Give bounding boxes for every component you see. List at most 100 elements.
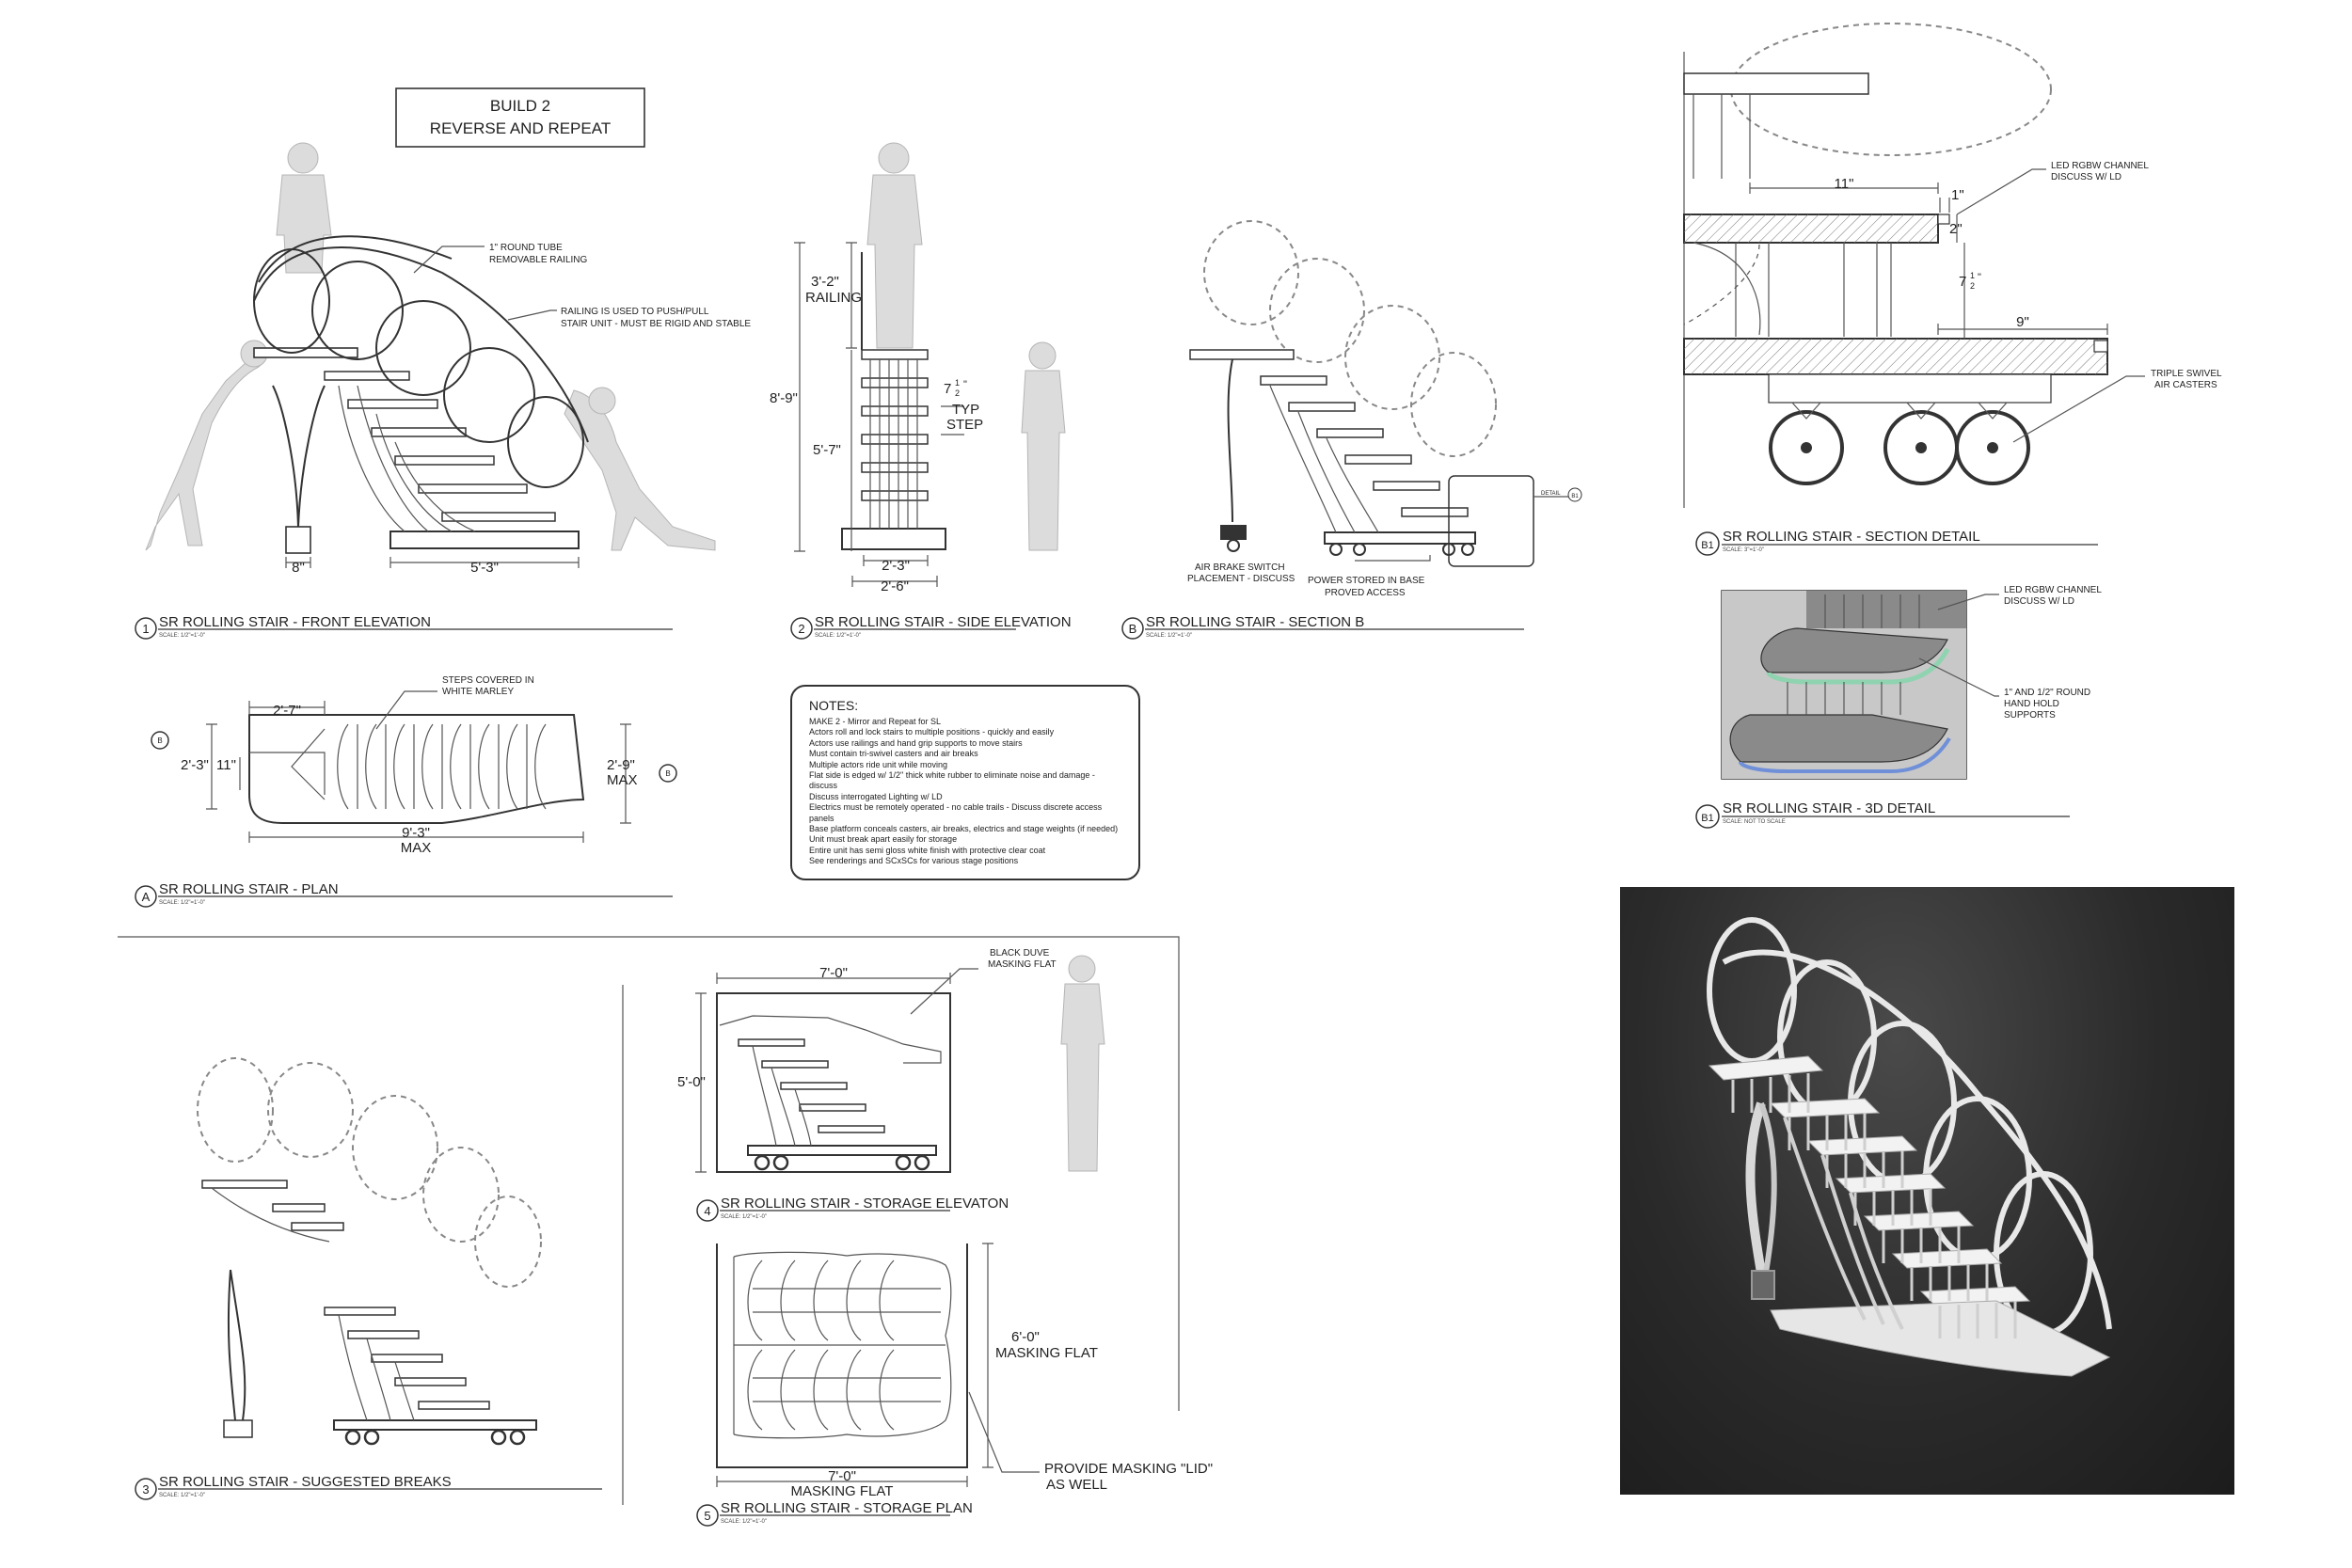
plan-view: 2'-7" 2'-3" 11" 2'-9" MAX 9'-3" MAX STEP… (135, 675, 677, 908)
callout-push-2: STAIR UNIT - MUST BE RIGID AND STABLE (561, 319, 751, 329)
callout-duve-1: BLACK DUVE (990, 948, 1050, 958)
dim-detail-riser-den: 2 (1970, 281, 1975, 291)
dim-plan-inner: 11" (216, 757, 236, 773)
callout-3d-hand-1: 1" AND 1/2" ROUND (2004, 688, 2090, 698)
notes-box: NOTES: MAKE 2 - Mirror and Repeat for SL… (790, 685, 1140, 880)
build-label-box: BUILD 2 REVERSE AND REPEAT (395, 87, 645, 148)
breaks-title-number: 3 (142, 1482, 149, 1497)
storage-plan-scale: SCALE: 1/2"=1'-0" (721, 1519, 767, 1525)
dim-plan-right-2: MAX (607, 772, 638, 788)
callout-casters-2: AIR CASTERS (2154, 380, 2217, 390)
front-railing-loops (253, 235, 589, 488)
note-item: Must contain tri-swivel casters and air … (809, 749, 978, 759)
callout-railing-2: REMOVABLE RAILING (489, 255, 588, 265)
section-detail-scale: SCALE: 3"=1'-0" (1723, 547, 1764, 553)
dim-side-step-den: 2 (955, 388, 960, 398)
dim-storage-plan-w-2: MASKING FLAT (791, 1483, 894, 1499)
notes-title: NOTES: (809, 698, 859, 713)
dim-storage-elev-w: 7'-0" (819, 965, 848, 981)
note-item: Actors use railings and hand grip suppor… (809, 737, 1023, 748)
callout-railing-1: 1" ROUND TUBE (489, 243, 563, 253)
storage-plan-title-number: 5 (704, 1509, 710, 1523)
note-item: Unit must break apart easily for storage (809, 834, 958, 845)
dim-detail-1: 1" (1951, 187, 1964, 203)
section-detail-view: 11" 1" 2" 7 1 2 " 9" LED RGBW CHANNEL DI… (1683, 23, 2222, 556)
section-b-detail-tag: DETAIL (1541, 491, 1561, 497)
dim-front-width: 5'-3" (470, 560, 499, 576)
dim-side-step-whole: 7 (944, 381, 951, 397)
dim-detail-riser-inch: " (1978, 272, 1981, 283)
notes-list: MAKE 2 - Mirror and Repeat for SL Actors… (809, 717, 1121, 867)
dim-storage-plan-w-1: 7'-0" (828, 1468, 856, 1484)
stair-3d-rendering (1620, 887, 2234, 1495)
side-title: SR ROLLING STAIR - SIDE ELEVATION (815, 614, 1072, 630)
standing-figure (276, 142, 332, 274)
detail-3d-title: SR ROLLING STAIR - 3D DETAIL (1723, 800, 1935, 816)
dim-side-step-label: STEP (946, 417, 983, 433)
callout-brake-1: AIR BRAKE SWITCH (1195, 562, 1285, 573)
side-scale: SCALE: 1/2"=1'-0" (815, 633, 861, 639)
side-elevation-view: 8'-9" 3'-2" RAILING 5'-7" 7 1 2 " TYP ST… (770, 142, 1072, 640)
callout-power-1: POWER STORED IN BASE (1308, 576, 1425, 586)
dim-side-railing-2: RAILING (805, 290, 862, 306)
section-b-title: SR ROLLING STAIR - SECTION B (1146, 614, 1364, 630)
dim-detail-riser-num: 1 (1970, 271, 1975, 280)
storage-plan-title: SR ROLLING STAIR - STORAGE PLAN (721, 1500, 973, 1516)
note-item: Base platform conceals casters, air brea… (809, 824, 1119, 834)
note-item: Actors roll and lock stairs to multiple … (809, 727, 1055, 737)
breaks-title: SR ROLLING STAIR - SUGGESTED BREAKS (159, 1474, 452, 1490)
note-item: Multiple actors ride unit while moving (809, 759, 948, 769)
section-b-title-number: B (1129, 622, 1137, 636)
dim-plan-bottom-2: MAX (401, 840, 432, 856)
note-item: MAKE 2 - Mirror and Repeat for SL (809, 717, 942, 726)
storage-plan-view: 6'-0" MASKING FLAT 7'-0" MASKING FLAT PR… (696, 1243, 1213, 1527)
callout-push-1: RAILING IS USED TO PUSH/PULL (561, 307, 709, 317)
storage-elev-title-number: 4 (704, 1204, 710, 1218)
build-label-line1: BUILD 2 (490, 97, 550, 115)
front-scale: SCALE: 1/2"=1'-0" (159, 633, 205, 639)
pushing-figure-right (564, 389, 716, 551)
callout-led-1: LED RGBW CHANNEL (2051, 161, 2149, 171)
callout-power-2: PROVED ACCESS (1325, 588, 1406, 598)
section-detail-title: SR ROLLING STAIR - SECTION DETAIL (1723, 529, 1980, 545)
dim-side-stair: 5'-7" (813, 442, 841, 458)
callout-brake-2: PLACEMENT - DISCUSS (1187, 574, 1295, 584)
front-title: SR ROLLING STAIR - FRONT ELEVATION (159, 614, 431, 630)
callout-lid-2: AS WELL (1046, 1477, 1107, 1493)
callout-casters-1: TRIPLE SWIVEL (2151, 369, 2222, 379)
side-stair-stack (841, 349, 946, 550)
dim-side-step-num: 1 (955, 378, 960, 388)
note-item: Entire unit has semi gloss white finish … (809, 845, 1046, 855)
front-elevation-view: 1" ROUND TUBE REMOVABLE RAILING RAILING … (135, 142, 751, 640)
callout-lid-1: PROVIDE MASKING "LID" (1044, 1461, 1213, 1477)
storage-elevation-view: 7'-0" 5'-0" BLACK DUVE MASKING FLAT 4 SR… (677, 948, 1105, 1222)
detail-3d-title-number: B1 (1701, 813, 1713, 824)
callout-3d-hand-2: HAND HOLD (2004, 699, 2059, 709)
storage-elev-scale: SCALE: 1/2"=1'-0" (721, 1214, 767, 1220)
dim-plan-right-1: 2'-9" (607, 757, 635, 773)
note-item: Flat side is edged w/ 1/2" thick white r… (809, 770, 1095, 791)
dim-plan-top: 2'-7" (273, 703, 301, 719)
build-label-line2: REVERSE AND REPEAT (430, 119, 611, 137)
dim-side-w2: 2'-6" (881, 578, 909, 594)
rendering-supports (1783, 1117, 1904, 1330)
callout-plan-steps-1: STEPS COVERED IN (442, 675, 534, 686)
section-b-view: DETAIL B1 AIR BRAKE SWITCH PLACEMENT - D… (1121, 220, 1582, 640)
suggested-breaks-view: 3 SR ROLLING STAIR - SUGGESTED BREAKS SC… (135, 1057, 602, 1500)
plan-scale: SCALE: 1/2"=1'-0" (159, 900, 205, 906)
caster-wheels (1768, 373, 2052, 485)
callout-3d-led-1: LED RGBW CHANNEL (2004, 585, 2102, 595)
note-item: See renderings and SCxSCs for various st… (809, 856, 1019, 866)
dim-side-railing-1: 3'-2" (811, 274, 839, 290)
detail-3d-scale: SCALE: NOT TO SCALE (1723, 819, 1786, 825)
note-item: Discuss interrogated Lighting w/ LD (809, 791, 943, 801)
note-item: Electrics must be remotely operated - no… (809, 802, 1103, 823)
breaks-scale: SCALE: 1/2"=1'-0" (159, 1493, 205, 1498)
dim-detail-9: 9" (2016, 314, 2029, 330)
dim-plan-left: 2'-3" (181, 757, 209, 773)
side-title-number: 2 (798, 622, 804, 636)
dim-storage-plan-h-2: MASKING FLAT (995, 1345, 1098, 1361)
rendering-image (1707, 917, 2112, 1377)
callout-led-2: DISCUSS W/ LD (2051, 172, 2122, 182)
